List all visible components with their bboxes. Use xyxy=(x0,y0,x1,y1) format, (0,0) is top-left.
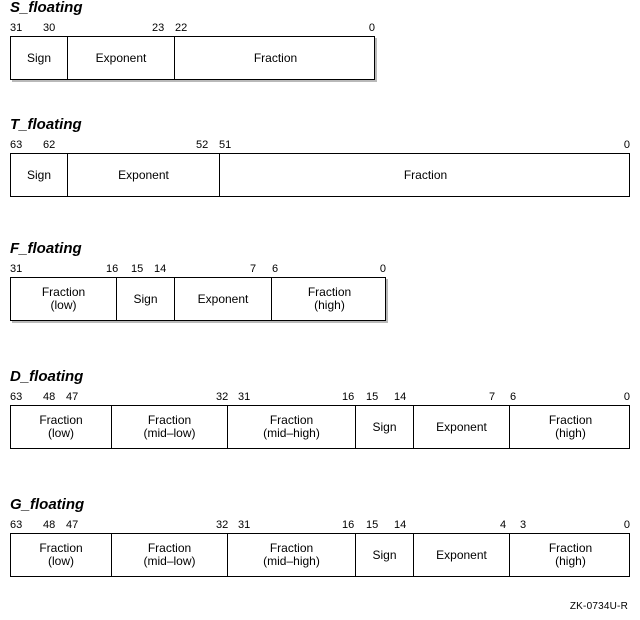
bit-number: 47 xyxy=(66,519,79,531)
bit-number: 63 xyxy=(10,391,23,403)
bit-number: 22 xyxy=(175,22,188,34)
bit-number: 51 xyxy=(219,139,232,151)
format-field: Sign xyxy=(356,534,414,576)
format-field: Exponent xyxy=(68,154,220,196)
format-field-bar: Fraction (low)Fraction (mid–low)Fraction… xyxy=(10,405,630,449)
bit-number: 15 xyxy=(366,391,379,403)
bit-number: 0 xyxy=(623,519,630,531)
bit-number: 23 xyxy=(152,22,165,34)
format-field: Sign xyxy=(117,278,175,320)
format-field: Fraction (mid–high) xyxy=(228,406,356,448)
bit-number: 32 xyxy=(216,519,229,531)
format-title: F_floating xyxy=(10,240,82,257)
format-title: G_floating xyxy=(10,496,85,513)
bit-number: 14 xyxy=(394,519,407,531)
format-field: Fraction (mid–low) xyxy=(112,534,228,576)
format-field: Exponent xyxy=(414,406,510,448)
bit-number: 15 xyxy=(131,263,144,275)
bit-number: 0 xyxy=(623,391,630,403)
format-field: Fraction (high) xyxy=(548,413,593,440)
format-field: Fraction (mid–low) xyxy=(112,406,228,448)
bit-number: 47 xyxy=(66,391,79,403)
format-field: Sign xyxy=(11,37,68,79)
bit-number: 0 xyxy=(623,139,630,151)
bit-number-row: 63 62 52 51 0 xyxy=(10,139,630,153)
format-field: Fraction (mid–high) xyxy=(228,534,356,576)
bit-number: 0 xyxy=(368,22,375,34)
bit-number: 14 xyxy=(154,263,167,275)
format-field: Fraction xyxy=(253,50,298,65)
format-title: S_floating xyxy=(10,0,83,16)
bit-number: 48 xyxy=(43,391,56,403)
bit-number: 16 xyxy=(106,263,119,275)
format-field: Fraction (low) xyxy=(11,278,117,320)
format-field: Fraction (high) xyxy=(307,285,352,312)
bit-number: 31 xyxy=(238,391,251,403)
bit-number-row: 63 48 47 32 31 16 15 14 4 3 0 xyxy=(10,519,630,533)
bit-number: 7 xyxy=(250,263,257,275)
figure-id-code: ZK-0734U-R xyxy=(569,601,628,612)
bit-number-row: 63 48 47 32 31 16 15 14 7 6 0 xyxy=(10,391,630,405)
bit-number: 52 xyxy=(196,139,209,151)
bit-number: 16 xyxy=(342,391,355,403)
format-title: D_floating xyxy=(10,368,84,385)
bit-number-row: 31 30 23 22 0 xyxy=(10,22,375,36)
bit-number: 0 xyxy=(379,263,386,275)
bit-number: 48 xyxy=(43,519,56,531)
bit-number: 15 xyxy=(366,519,379,531)
bit-number: 63 xyxy=(10,139,23,151)
bit-number: 16 xyxy=(342,519,355,531)
format-field-bar: Fraction (low)Fraction (mid–low)Fraction… xyxy=(10,533,630,577)
format-field: Exponent xyxy=(414,534,510,576)
format-field: Fraction xyxy=(403,167,448,182)
format-field: Fraction (low) xyxy=(11,534,112,576)
bit-number-row: 31 16 15 14 7 6 0 xyxy=(10,263,386,277)
bit-number: 62 xyxy=(43,139,56,151)
bit-number: 63 xyxy=(10,519,23,531)
bit-number: 4 xyxy=(500,519,507,531)
format-field: Sign xyxy=(11,154,68,196)
format-field: Fraction (high) xyxy=(548,541,593,568)
bit-number: 31 xyxy=(238,519,251,531)
bit-number: 3 xyxy=(520,519,527,531)
format-field: Exponent xyxy=(68,37,175,79)
bit-number: 32 xyxy=(216,391,229,403)
bit-number: 31 xyxy=(10,263,23,275)
bit-number: 6 xyxy=(272,263,279,275)
bit-number: 14 xyxy=(394,391,407,403)
format-field: Fraction (low) xyxy=(11,406,112,448)
bit-number: 6 xyxy=(510,391,517,403)
format-title: T_floating xyxy=(10,116,82,133)
format-field: Sign xyxy=(356,406,414,448)
format-field: Exponent xyxy=(175,278,272,320)
bit-number: 7 xyxy=(489,391,496,403)
bit-number: 31 xyxy=(10,22,23,34)
bit-number: 30 xyxy=(43,22,56,34)
